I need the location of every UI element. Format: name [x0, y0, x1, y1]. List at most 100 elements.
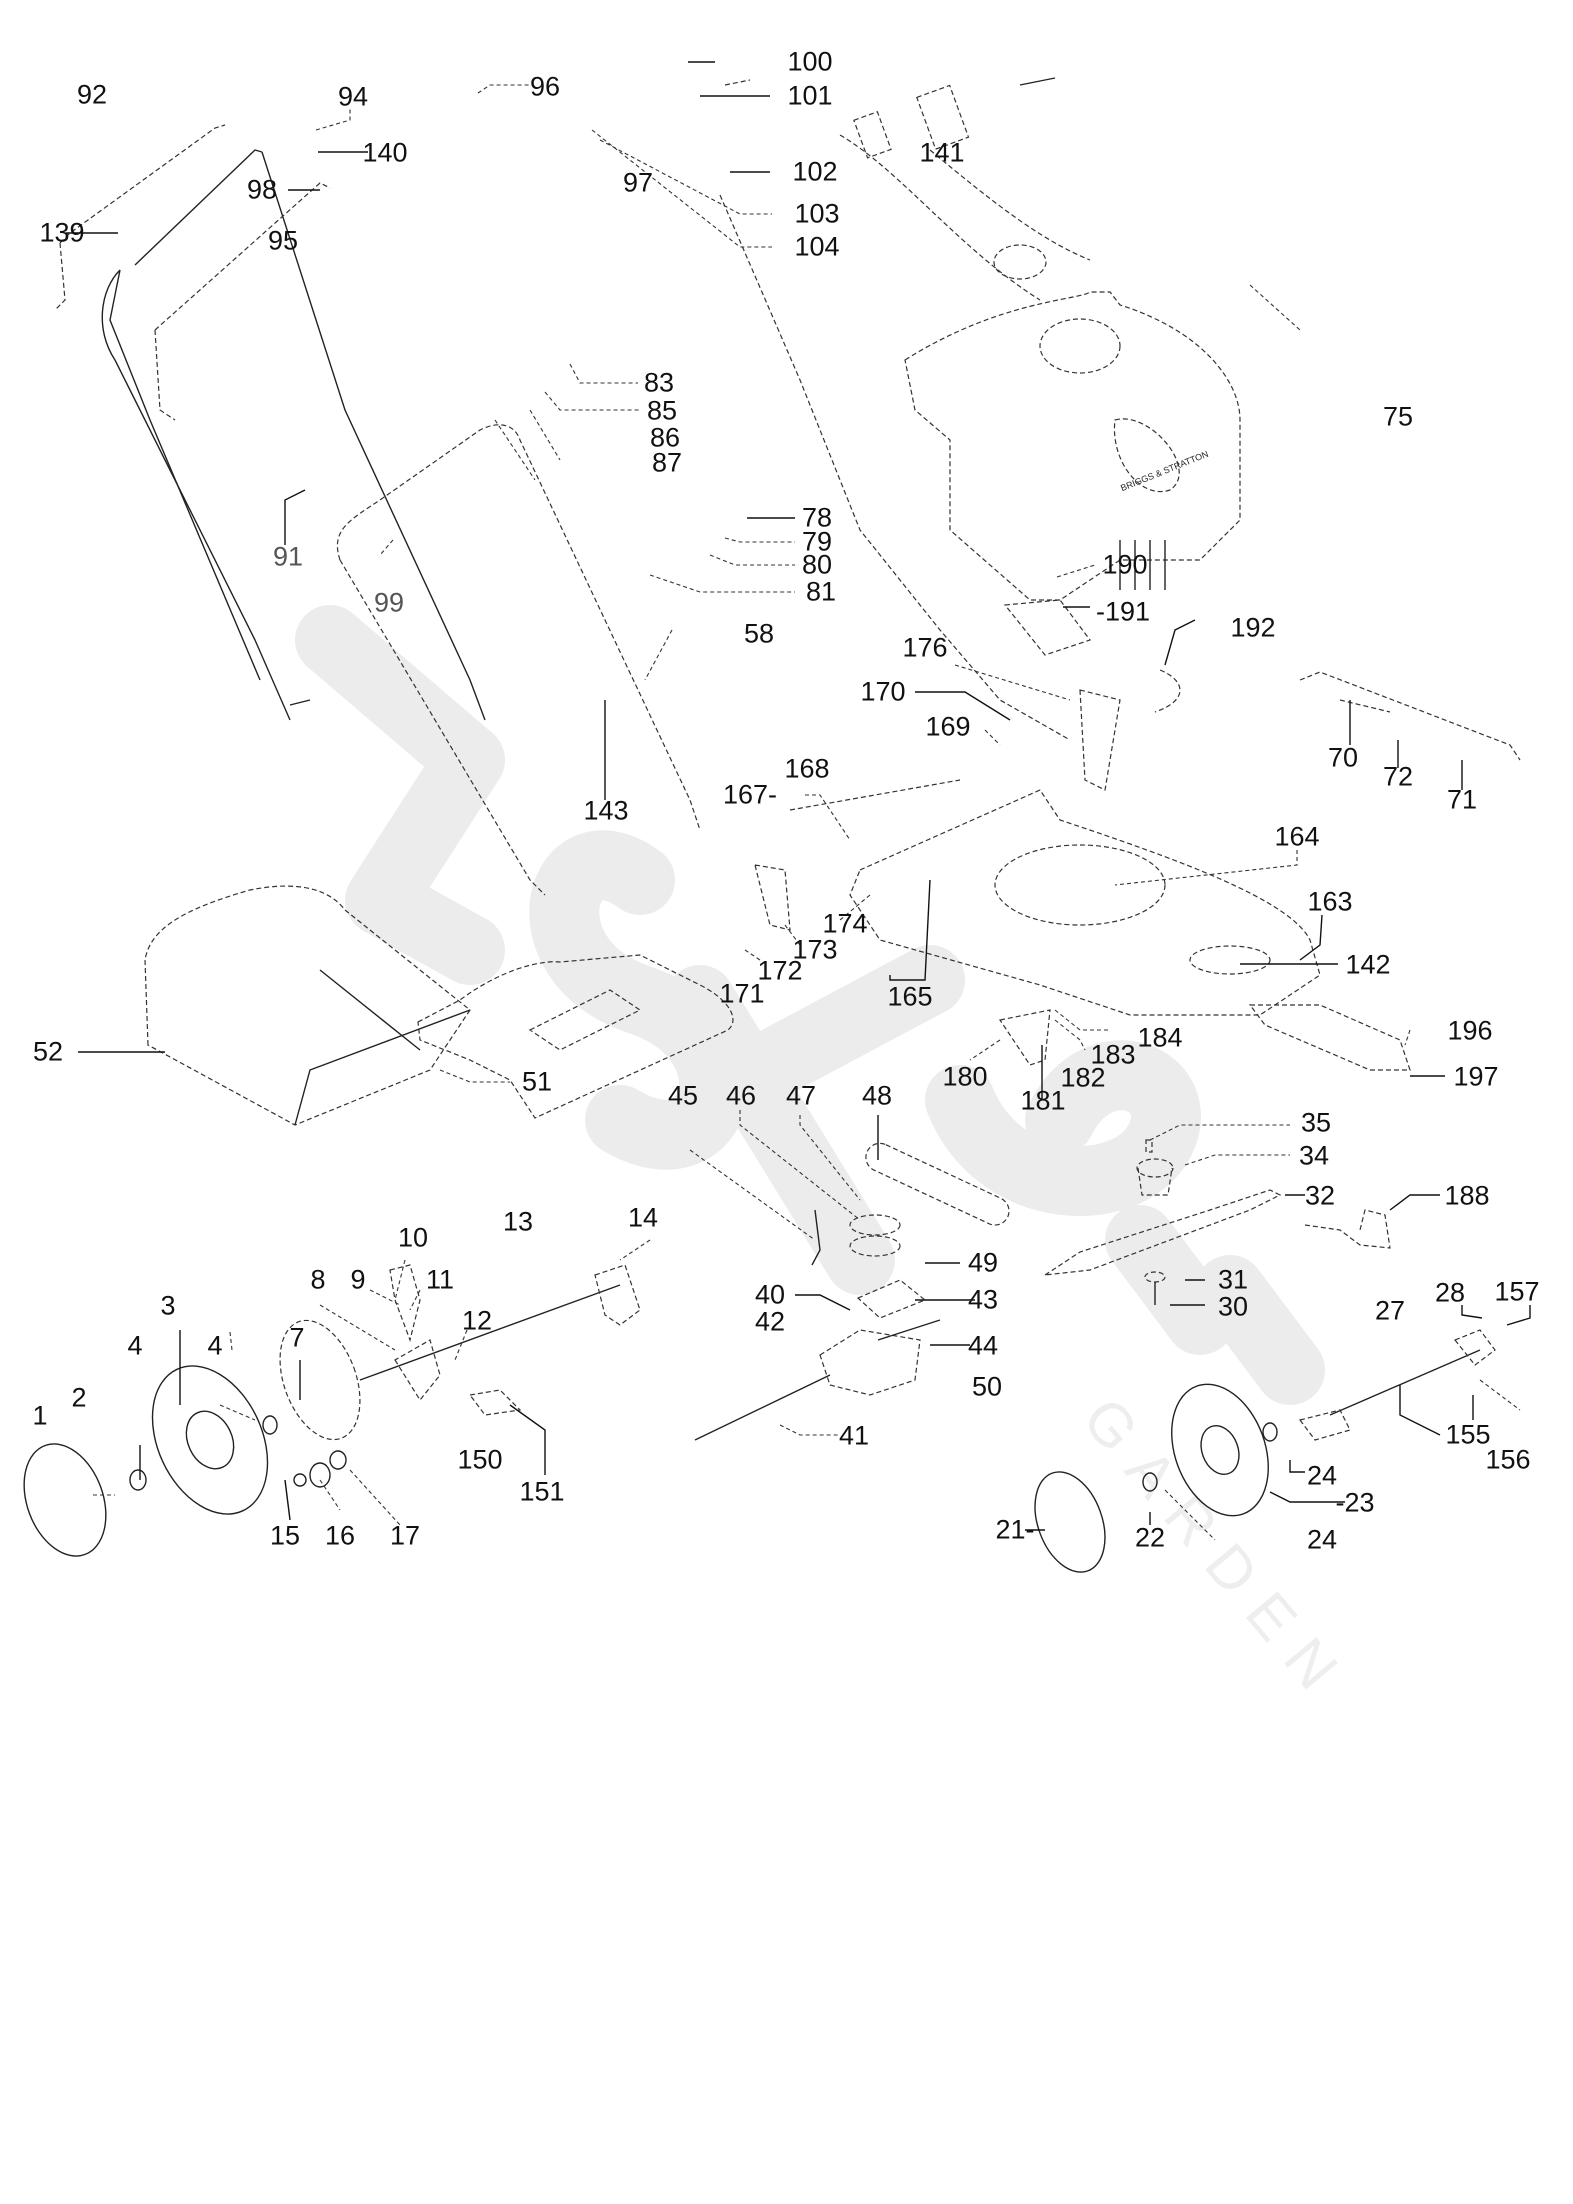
part-label-47[interactable]: 47 — [785, 1080, 817, 1111]
part-label-16[interactable]: 16 — [324, 1520, 356, 1551]
part-label-165[interactable]: 165 — [887, 981, 933, 1012]
part-label-34[interactable]: 34 — [1298, 1140, 1330, 1171]
part-label-27[interactable]: 27 — [1374, 1295, 1406, 1326]
part-label-15[interactable]: 15 — [269, 1520, 301, 1551]
part-label-35[interactable]: 35 — [1300, 1107, 1332, 1138]
part-label-99[interactable]: 99 — [373, 587, 405, 618]
part-label-71[interactable]: 71 — [1446, 784, 1478, 815]
part-label-167[interactable]: 167- — [722, 779, 778, 810]
part-label-104[interactable]: 104 — [794, 231, 840, 262]
part-label-182[interactable]: 182 — [1060, 1062, 1106, 1093]
part-label-97[interactable]: 97 — [622, 167, 654, 198]
part-label-143[interactable]: 143 — [583, 795, 629, 826]
part-label-103[interactable]: 103 — [794, 198, 840, 229]
part-label-170[interactable]: 170 — [860, 676, 906, 707]
part-label-8[interactable]: 8 — [310, 1264, 326, 1295]
part-label-168[interactable]: 168 — [784, 753, 830, 784]
part-label-78[interactable]: 78 — [801, 502, 833, 533]
part-label-140[interactable]: 140 — [362, 137, 408, 168]
part-label-28[interactable]: 28 — [1434, 1277, 1466, 1308]
part-label-180[interactable]: 180 — [942, 1061, 988, 1092]
part-label-49[interactable]: 49 — [967, 1247, 999, 1278]
part-label-87[interactable]: 87 — [651, 447, 683, 478]
part-label-1[interactable]: 1 — [32, 1400, 48, 1431]
part-label-197[interactable]: 197 — [1453, 1061, 1499, 1092]
part-label-44[interactable]: 44 — [967, 1330, 999, 1361]
part-label-98[interactable]: 98 — [246, 174, 278, 205]
part-label-96[interactable]: 96 — [529, 71, 561, 102]
part-label-184[interactable]: 184 — [1137, 1022, 1183, 1053]
part-label-164[interactable]: 164 — [1274, 821, 1320, 852]
part-label-156[interactable]: 156 — [1485, 1444, 1531, 1475]
part-label-30[interactable]: 30 — [1217, 1291, 1249, 1322]
part-label-192[interactable]: 192 — [1230, 612, 1276, 643]
part-label-40[interactable]: 40 — [754, 1279, 786, 1310]
part-label-86[interactable]: 86 — [649, 422, 681, 453]
part-label-12[interactable]: 12 — [461, 1305, 493, 1336]
part-label-155[interactable]: 155 — [1445, 1419, 1491, 1450]
part-label-13[interactable]: 13 — [502, 1206, 534, 1237]
part-label-139[interactable]: 139 — [39, 217, 85, 248]
part-label-46[interactable]: 46 — [725, 1080, 757, 1111]
part-label-51[interactable]: 51 — [521, 1066, 553, 1097]
part-label-171[interactable]: 171 — [719, 978, 765, 1009]
part-label-196[interactable]: 196 — [1447, 1015, 1493, 1046]
part-label-70[interactable]: 70 — [1327, 742, 1359, 773]
part-label-79[interactable]: 79 — [801, 526, 833, 557]
part-label-150[interactable]: 150 — [457, 1444, 503, 1475]
part-label-100[interactable]: 100 — [787, 46, 833, 77]
part-label-4[interactable]: 4 — [127, 1330, 143, 1361]
part-label-157[interactable]: 157 — [1494, 1276, 1540, 1307]
part-label-42[interactable]: 42 — [754, 1306, 786, 1337]
part-label-188[interactable]: 188 — [1444, 1180, 1490, 1211]
part-label-95[interactable]: 95 — [267, 225, 299, 256]
part-label-10[interactable]: 10 — [397, 1222, 429, 1253]
part-label-102[interactable]: 102 — [792, 156, 838, 187]
part-label-94[interactable]: 94 — [337, 81, 369, 112]
part-label-163[interactable]: 163 — [1307, 886, 1353, 917]
part-label-48[interactable]: 48 — [861, 1080, 893, 1111]
part-label-81[interactable]: 81 — [805, 576, 837, 607]
part-label-141[interactable]: 141 — [919, 137, 965, 168]
part-label-4-inner[interactable]: 4 — [207, 1330, 223, 1361]
part-label-24-outer[interactable]: 24 — [1306, 1524, 1338, 1555]
part-label-52[interactable]: 52 — [32, 1036, 64, 1067]
part-label-72[interactable]: 72 — [1382, 761, 1414, 792]
part-label-24[interactable]: 24 — [1306, 1460, 1338, 1491]
part-label-169[interactable]: 169 — [925, 711, 971, 742]
part-label-176[interactable]: 176 — [902, 632, 948, 663]
part-label-32[interactable]: 32 — [1304, 1180, 1336, 1211]
part-label-91[interactable]: 91 — [272, 541, 304, 572]
part-label-83[interactable]: 83 — [643, 367, 675, 398]
part-label-50[interactable]: 50 — [971, 1371, 1003, 1402]
part-label-181[interactable]: 181 — [1020, 1085, 1066, 1116]
part-label-58[interactable]: 58 — [743, 618, 775, 649]
part-label-92[interactable]: 92 — [76, 79, 108, 110]
part-label-45[interactable]: 45 — [667, 1080, 699, 1111]
part-label-14[interactable]: 14 — [627, 1202, 659, 1233]
part-label-11[interactable]: 11 — [425, 1264, 455, 1295]
part-label-172[interactable]: 172 — [757, 955, 803, 986]
part-label-85[interactable]: 85 — [646, 395, 678, 426]
part-label-23[interactable]: -23 — [1335, 1487, 1375, 1518]
part-label-75[interactable]: 75 — [1382, 401, 1414, 432]
part-label-80[interactable]: 80 — [801, 549, 833, 580]
part-label-17[interactable]: 17 — [389, 1520, 421, 1551]
part-label-173[interactable]: 173 — [792, 934, 838, 965]
part-label-7[interactable]: 7 — [289, 1322, 305, 1353]
part-label-31[interactable]: 31 — [1217, 1264, 1249, 1295]
part-label-21[interactable]: 21- — [995, 1514, 1035, 1545]
part-label-2[interactable]: 2 — [71, 1382, 87, 1413]
part-label-183[interactable]: 183 — [1090, 1039, 1136, 1070]
part-label-151[interactable]: 151 — [519, 1476, 565, 1507]
part-label-191[interactable]: -191 — [1095, 596, 1151, 627]
part-label-3[interactable]: 3 — [160, 1290, 176, 1321]
part-label-142[interactable]: 142 — [1345, 949, 1391, 980]
part-label-190[interactable]: 190 — [1102, 549, 1148, 580]
part-label-22[interactable]: 22 — [1134, 1522, 1166, 1553]
part-label-43[interactable]: 43 — [967, 1284, 999, 1315]
part-label-174[interactable]: 174 — [822, 908, 868, 939]
part-label-101[interactable]: 101 — [787, 80, 833, 111]
part-label-41[interactable]: 41 — [838, 1420, 870, 1451]
part-label-9[interactable]: 9 — [350, 1264, 366, 1295]
